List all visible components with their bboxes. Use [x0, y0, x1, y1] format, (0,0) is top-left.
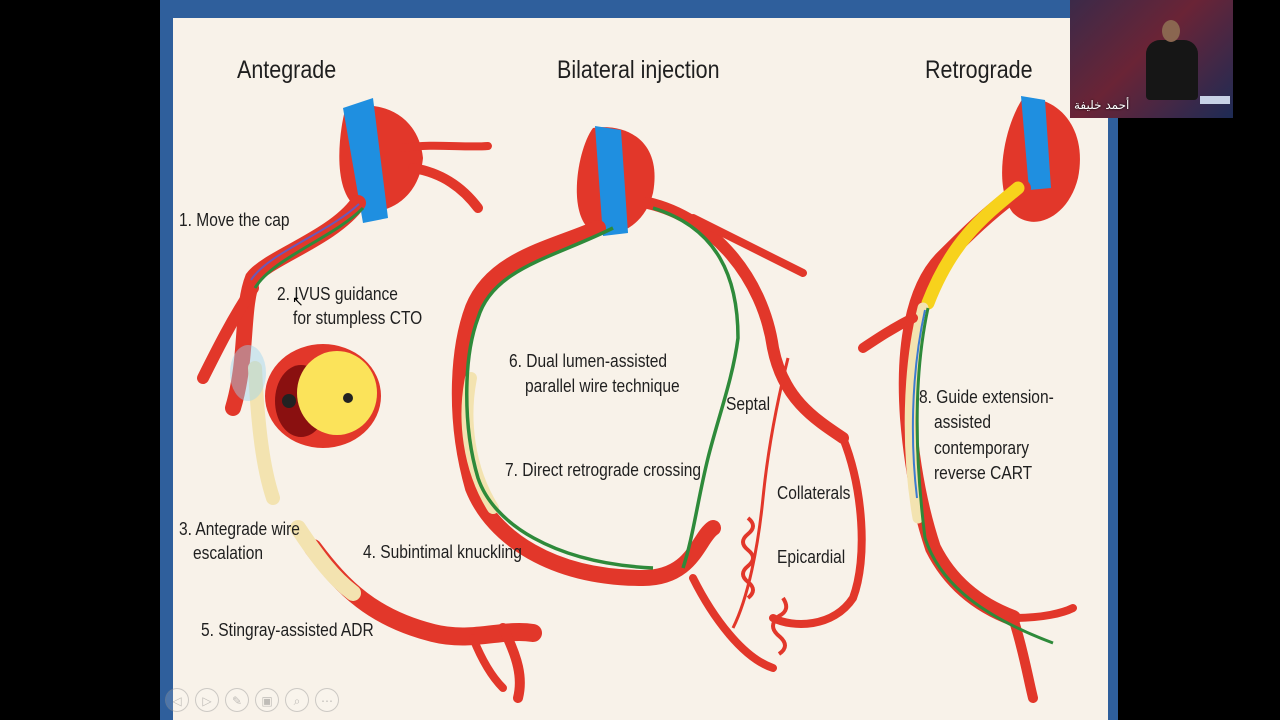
title-antegrade: Antegrade — [237, 56, 337, 84]
slide: Antegrade Bilateral injection Retrograde… — [173, 18, 1108, 720]
ivus-cross-section — [265, 344, 381, 448]
more-icon[interactable]: ⋯ — [315, 688, 339, 712]
presentation-toolbar: ◁ ▷ ✎ ▣ ⌕ ⋯ — [165, 688, 339, 716]
label-ivus-guidance: 2. IVUS guidance — [277, 283, 398, 304]
zoom-icon[interactable]: ⌕ — [285, 688, 309, 712]
cto-diagram — [197, 96, 1080, 703]
label-parallel-wire: parallel wire technique — [525, 375, 680, 396]
title-bilateral-injection: Bilateral injection — [557, 56, 720, 84]
mouse-cursor-icon: ↖ — [292, 293, 304, 309]
bilateral-artery — [451, 126, 866, 672]
label-stumpless-cto: for stumpless CTO — [293, 307, 423, 328]
label-collaterals: Collaterals — [777, 482, 851, 503]
label-escalation: escalation — [193, 542, 263, 563]
presenter-head — [1162, 20, 1180, 42]
label-subintimal-knuckling: 4. Subintimal knuckling — [363, 541, 522, 562]
presenter-name: أحمد خليفة — [1074, 98, 1130, 112]
label-epicardial: Epicardial — [777, 546, 846, 567]
bilateral-left-loop — [451, 220, 721, 587]
label-antegrade-wire: 3. Antegrade wire — [179, 518, 300, 539]
label-dual-lumen: 6. Dual lumen-assisted — [509, 350, 668, 371]
label-stingray-adr: 5. Stingray-assisted ADR — [201, 619, 374, 640]
label-move-the-cap: 1. Move the cap — [179, 209, 290, 230]
label-guide-extension: 8. Guide extension- — [919, 386, 1054, 407]
prev-icon[interactable]: ◁ — [165, 688, 189, 712]
title-retrograde: Retrograde — [925, 56, 1033, 84]
webcam-overlay: أحمد خليفة — [1070, 0, 1233, 118]
slides-icon[interactable]: ▣ — [255, 688, 279, 712]
label-direct-retrograde: 7. Direct retrograde crossing — [505, 459, 702, 480]
webcam-caption-bar — [1200, 96, 1230, 104]
label-reverse-cart: reverse CART — [934, 462, 1033, 483]
aorta-blue — [343, 98, 388, 223]
presenter-body — [1146, 40, 1198, 100]
label-contemporary: contemporary — [934, 437, 1030, 458]
label-assisted: assisted — [934, 411, 992, 432]
antegrade-artery — [197, 98, 542, 703]
cap-highlight — [230, 345, 266, 401]
wire-green — [465, 226, 654, 570]
pen-icon[interactable]: ✎ — [225, 688, 249, 712]
guide-extension — [921, 181, 1025, 310]
slide-frame: Antegrade Bilateral injection Retrograde… — [160, 0, 1118, 720]
retrograde-artery — [858, 96, 1080, 703]
label-septal: Septal — [726, 393, 771, 414]
next-icon[interactable]: ▷ — [195, 688, 219, 712]
